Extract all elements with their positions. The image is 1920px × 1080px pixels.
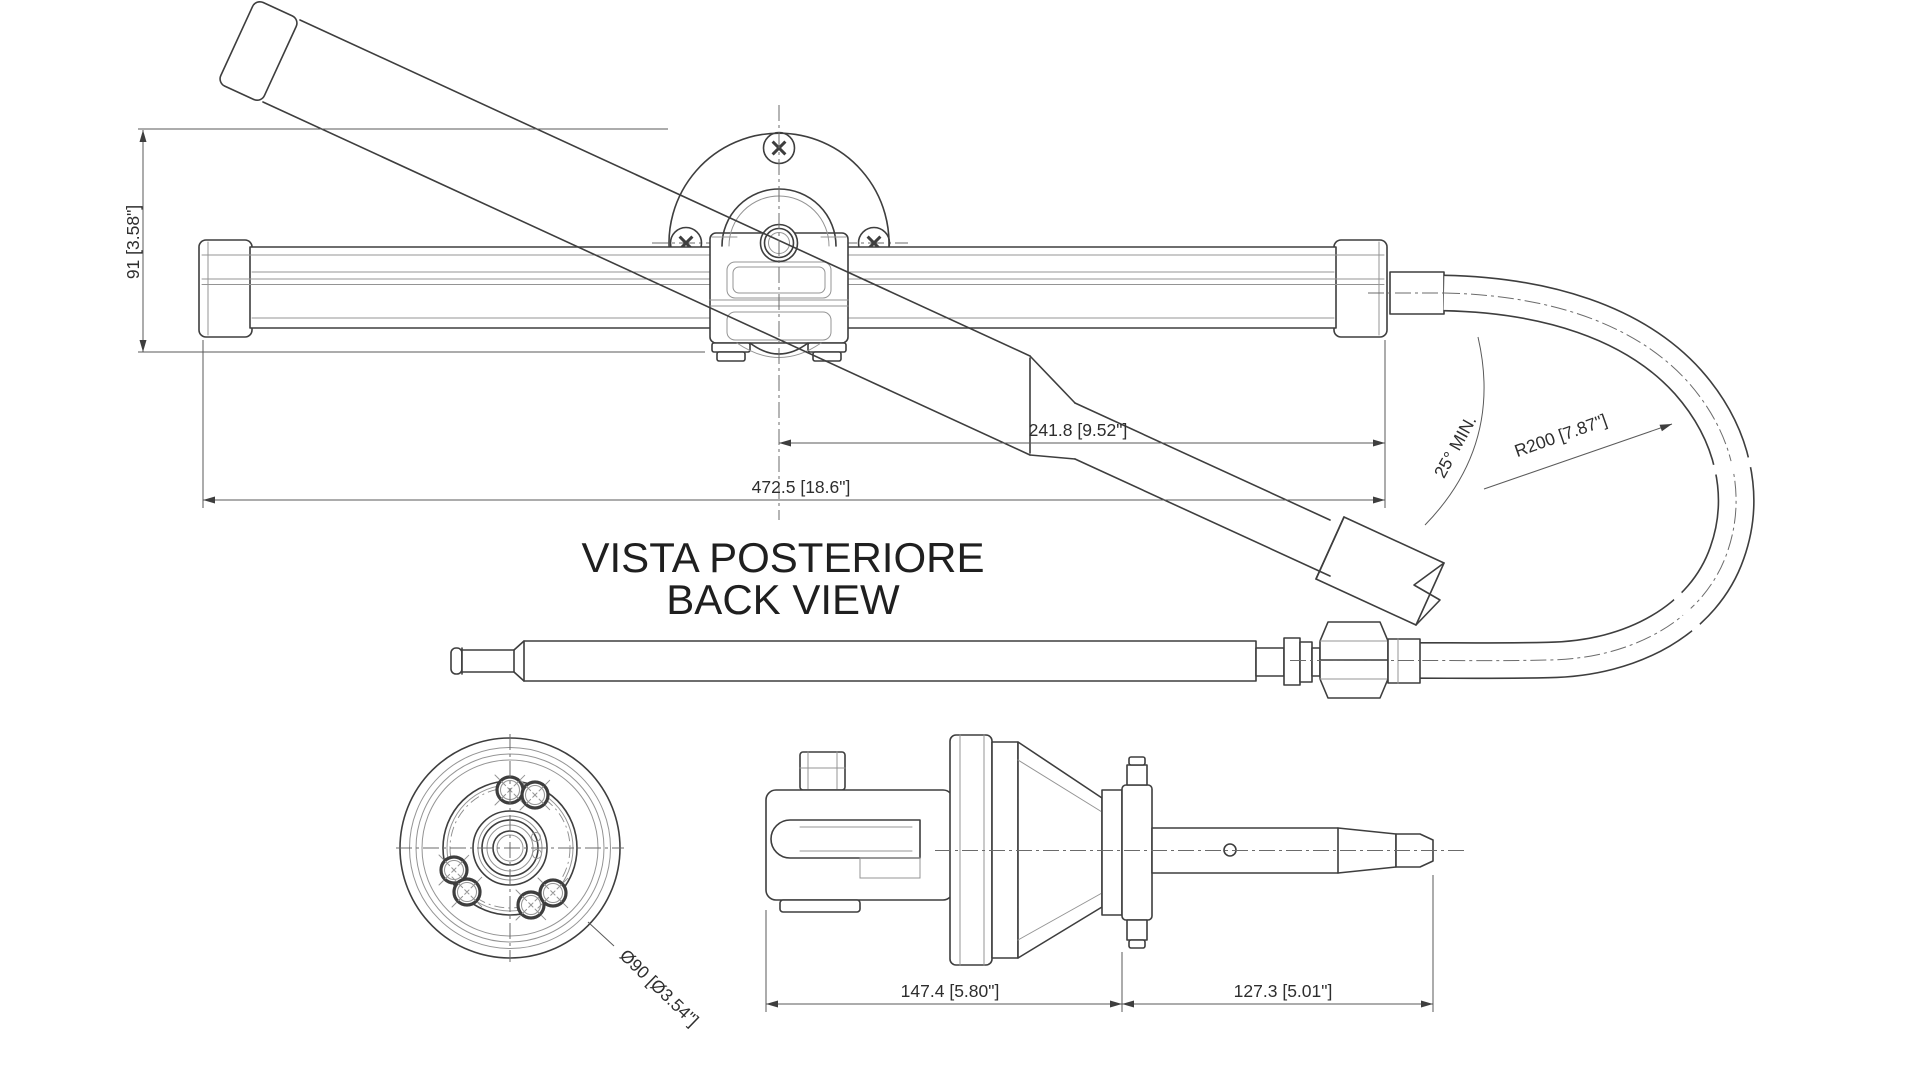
dim-flange-diameter: Ø90 [Ø3.54"] [616, 945, 703, 1030]
view-title-italian: VISTA POSTERIORE [582, 534, 985, 581]
cable-break-mark [1707, 456, 1757, 476]
dim-center-to-end: 241.8 [9.52"] [1029, 420, 1128, 440]
output-rod [523, 640, 1257, 682]
helm-bracket [765, 740, 966, 960]
cable-break-mark [1670, 588, 1704, 636]
dim-helm-shaft-length: 127.3 [5.01"] [1234, 981, 1333, 1001]
dim-height: 91 [3.58"] [123, 205, 143, 279]
front-view: Ø90 [Ø3.54"] [396, 734, 703, 1030]
helm-dimensions: 147.4 [5.80"] 127.3 [5.01"] [765, 875, 1434, 1012]
tiller-clevis [1315, 516, 1445, 626]
dim-overall-length: 472.5 [18.6"] [752, 477, 851, 497]
dim-cable-bend-radius: R200 [7.87"] [1512, 410, 1610, 461]
view-title-english: BACK VIEW [666, 576, 900, 623]
back-view: 91 [3.58"] 241.8 [9.52"] 472.5 [18.6"] 2… [123, 0, 1757, 680]
tiller-tube [219, 0, 1445, 626]
dim-helm-body-length: 147.4 [5.80"] [901, 981, 1000, 1001]
tiller-grip [219, 0, 298, 102]
helm-shaft [935, 827, 1465, 874]
dim-cable-min-angle: 25° MIN. [1430, 412, 1481, 481]
helm-side-view: 147.4 [5.80"] 127.3 [5.01"] [765, 734, 1465, 1012]
steering-cable-loop [1419, 274, 1757, 680]
output-rod-assembly [450, 621, 1421, 699]
